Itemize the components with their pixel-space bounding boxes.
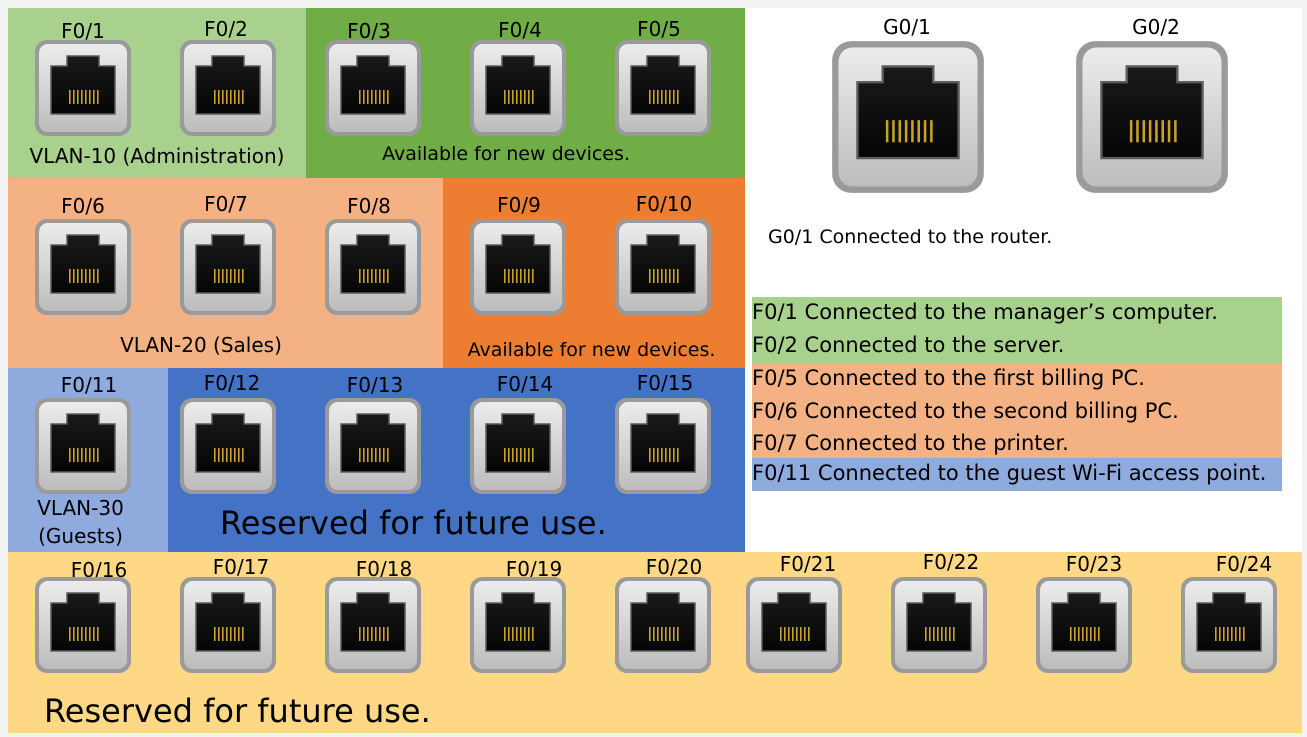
reserved-bottom-label: Reserved for future use. — [44, 692, 431, 730]
port-label: G0/1 — [883, 15, 931, 39]
ethernet-port-icon — [323, 38, 423, 138]
ethernet-port-icon — [33, 38, 133, 138]
vlan10-label: VLAN-10 (Administration) — [29, 144, 285, 168]
connection-note: F0/11 Connected to the guest Wi-Fi acces… — [752, 458, 1282, 491]
ethernet-port-icon — [1034, 575, 1134, 675]
ethernet-port-icon — [613, 38, 713, 138]
ethernet-port-icon — [468, 575, 568, 675]
ethernet-port-icon — [323, 575, 423, 675]
connection-note: F0/5 Connected to the first billing PC. — [752, 363, 1282, 396]
ethernet-port-icon — [468, 217, 568, 317]
port-label: F0/7 — [204, 192, 248, 216]
ethernet-port-icon — [889, 575, 989, 675]
vlan30-label-line2: (Guests) — [38, 524, 123, 548]
port-label: F0/1 — [61, 19, 105, 43]
port-label: F0/15 — [636, 371, 694, 395]
ethernet-port-icon — [178, 396, 278, 496]
port-label: F0/5 — [637, 17, 681, 41]
port-label: F0/20 — [645, 555, 703, 579]
ethernet-port-icon — [613, 575, 713, 675]
port-label: F0/4 — [498, 18, 542, 42]
ethernet-port-icon — [468, 38, 568, 138]
ethernet-port-icon — [613, 396, 713, 496]
port-label: F0/13 — [346, 373, 404, 397]
port-label: F0/16 — [70, 558, 128, 582]
ethernet-port-icon — [468, 396, 568, 496]
port-label: F0/6 — [61, 194, 105, 218]
available-orange-label: Available for new devices. — [467, 339, 716, 361]
port-label: F0/9 — [497, 193, 541, 217]
connection-note: F0/2 Connected to the server. — [752, 330, 1282, 363]
port-label: G0/2 — [1132, 15, 1180, 39]
port-label: F0/24 — [1215, 552, 1273, 576]
port-label: F0/8 — [347, 194, 391, 218]
ethernet-port-icon — [33, 217, 133, 317]
available-green-label: Available for new devices. — [382, 143, 630, 165]
port-label: F0/3 — [347, 19, 391, 43]
port-label: F0/21 — [779, 552, 837, 576]
ethernet-port-icon — [744, 575, 844, 675]
port-label: F0/23 — [1065, 552, 1123, 576]
port-label: F0/14 — [496, 372, 554, 396]
ethernet-port-icon — [33, 575, 133, 675]
port-label: F0/11 — [60, 373, 118, 397]
router-note: G0/1 Connected to the router. — [768, 226, 1053, 248]
connection-note: F0/7 Connected to the printer. — [752, 428, 1282, 458]
connection-note: F0/6 Connected to the second billing PC. — [752, 396, 1282, 428]
port-label: F0/12 — [203, 371, 261, 395]
ethernet-port-icon — [33, 396, 133, 496]
ethernet-port-icon — [1073, 38, 1231, 196]
vlan20-label: VLAN-20 (Sales) — [120, 333, 282, 357]
ethernet-port-icon — [829, 38, 987, 196]
ethernet-port-icon — [178, 38, 278, 138]
port-label: F0/22 — [922, 550, 980, 574]
port-label: F0/19 — [505, 557, 563, 581]
vlan30-label-line1: VLAN-30 — [37, 496, 124, 520]
ethernet-port-icon — [178, 217, 278, 317]
ethernet-port-icon — [1179, 575, 1279, 675]
connection-note: F0/1 Connected to the manager’s computer… — [752, 297, 1282, 330]
port-label: F0/18 — [355, 557, 413, 581]
port-label: F0/2 — [204, 17, 248, 41]
port-label: F0/17 — [212, 555, 270, 579]
ethernet-port-icon — [323, 217, 423, 317]
port-label: F0/10 — [635, 192, 693, 216]
reserved-blue-label: Reserved for future use. — [220, 504, 607, 542]
ethernet-port-icon — [323, 396, 423, 496]
ethernet-port-icon — [178, 575, 278, 675]
ethernet-port-icon — [613, 217, 713, 317]
